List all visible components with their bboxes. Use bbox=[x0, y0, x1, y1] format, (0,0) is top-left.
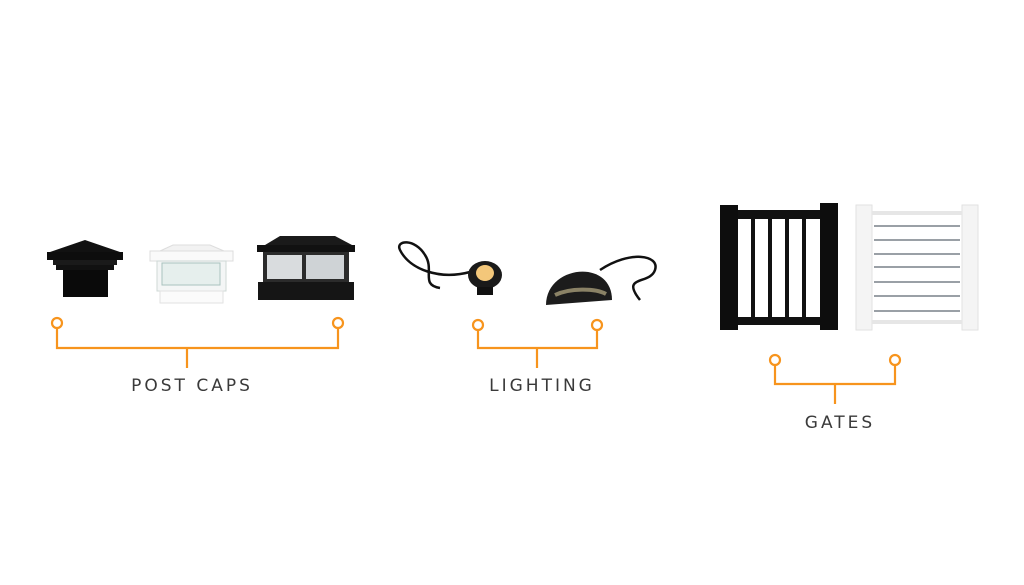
black-post-cap bbox=[47, 240, 123, 297]
black-solar-post-cap bbox=[257, 236, 355, 300]
recessed-deck-light bbox=[397, 241, 502, 295]
post-caps-bracket bbox=[50, 316, 345, 368]
lighting-label: LIGHTING bbox=[489, 376, 595, 396]
white-solar-post-cap bbox=[149, 244, 234, 304]
gates-bracket bbox=[768, 353, 902, 404]
black-baluster-gate bbox=[720, 203, 838, 330]
gates-label: GATES bbox=[805, 413, 875, 433]
white-cable-gate bbox=[855, 204, 979, 331]
dome-riser-light bbox=[546, 255, 657, 305]
post-caps-label: POST CAPS bbox=[131, 376, 253, 396]
lighting-bracket bbox=[471, 318, 604, 368]
